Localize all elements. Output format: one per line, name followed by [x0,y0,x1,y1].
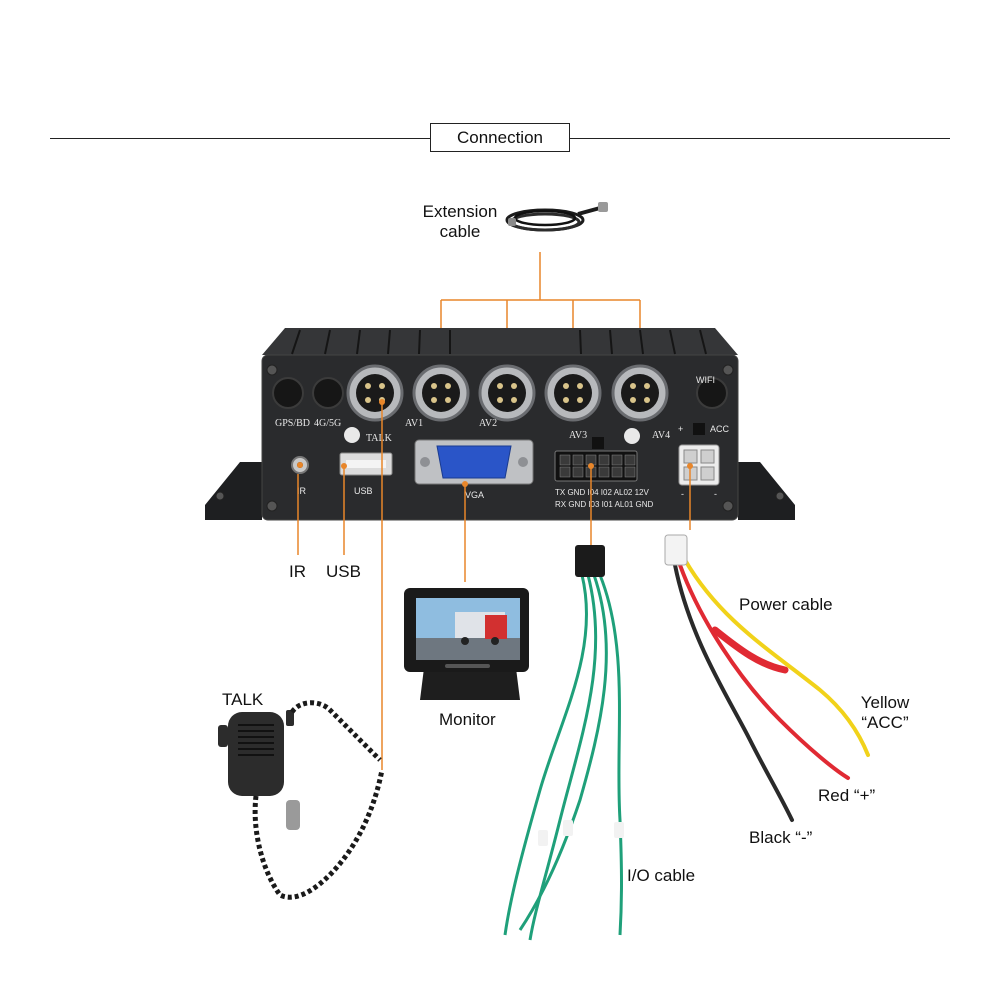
av4-label: AV4 [652,430,670,441]
header-rule-left [50,138,430,139]
vga-port-label: VGA [465,490,484,500]
io-plug [575,545,605,577]
io-cable-label: I/O cable [627,866,696,885]
cell-label: 4G/5G [314,418,341,429]
gps-label: GPS/BD [275,418,310,429]
plus-label: + [678,424,683,434]
red-plus-label: Red “+” [818,786,876,805]
monitor-image [404,588,529,700]
monitor-label: Monitor [439,710,496,729]
dvr-device [205,328,795,521]
usb-port-label: USB [354,486,373,496]
usb-label: USB [326,562,361,581]
ir-port-label: IR [297,486,307,496]
ir-label: IR [289,562,306,581]
section-title: Connection [430,123,570,152]
extension-cable-image [505,202,608,232]
power-cable-image [673,558,870,822]
acc-label: ACC [710,424,730,434]
talk-label: TALK [222,690,264,709]
av1-label: AV1 [405,418,423,429]
minus-label-1: - [681,489,684,499]
power-cable-label: Power cable [739,595,833,614]
io-pins-bottom: RX GND I03 I01 AL01 GND [555,500,653,509]
io-pins-top: TX GND I04 I02 AL02 12V [555,488,649,497]
port-leader-lines [297,402,691,770]
minus-label-2: - [714,489,717,499]
power-plug [664,534,688,566]
wifi-label: WIFI [696,375,715,385]
yellow-acc-label: Yellow “ACC” [860,693,910,732]
av2-label: AV2 [479,418,497,429]
extension-cable-label: Extension cable [422,202,498,241]
io-cable-image [503,574,623,941]
talk-port-label: TALK [366,433,393,444]
black-minus-label: Black “-” [749,828,813,847]
av3-label: AV3 [569,430,587,441]
talk-microphone-image [218,700,385,900]
header-rule-right [570,138,950,139]
